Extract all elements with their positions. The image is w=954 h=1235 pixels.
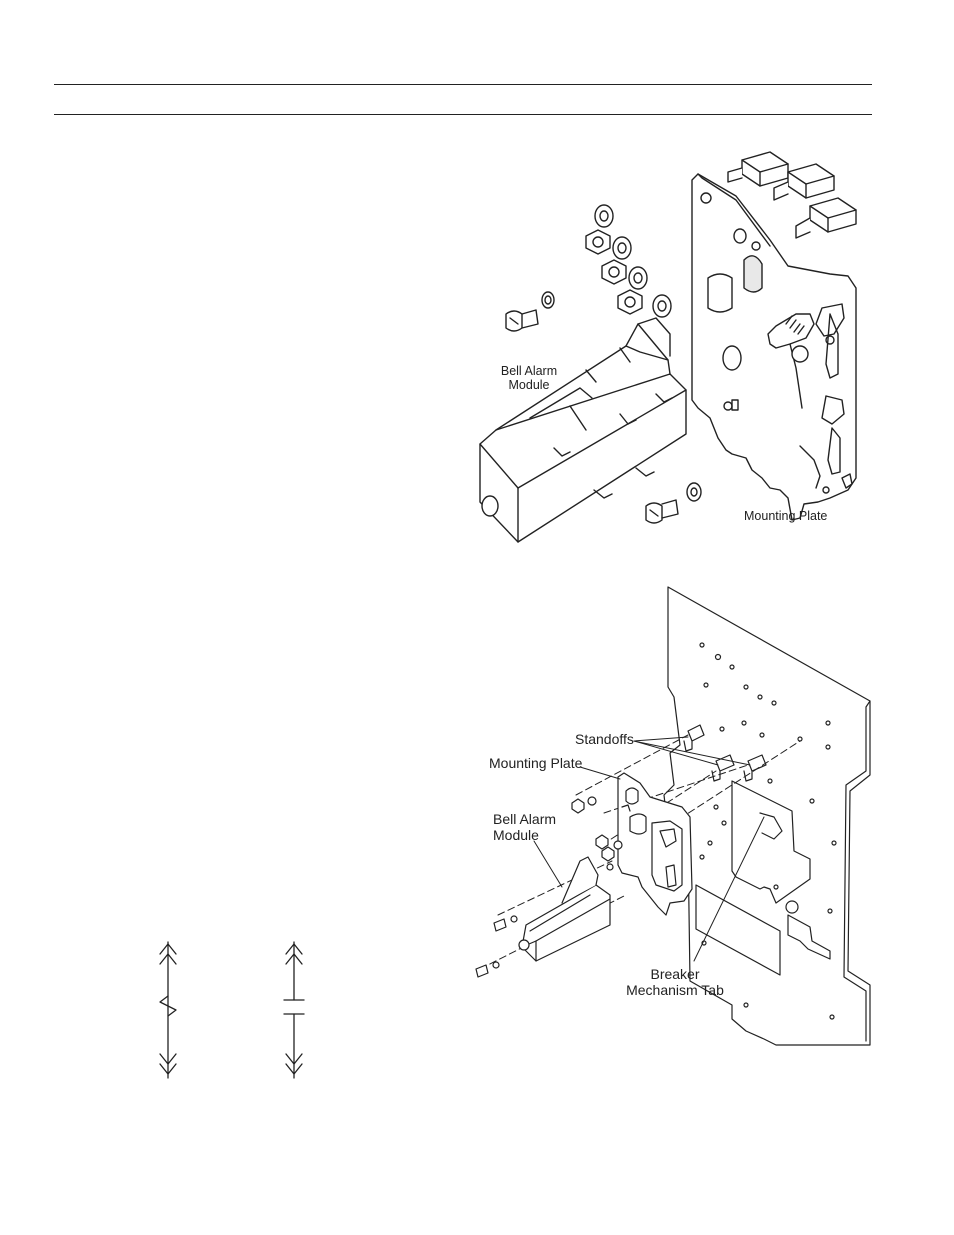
header-rule-bottom [54,114,872,115]
label-breaker-mechanism-tab-line1: Breaker [615,966,735,982]
screw-upper [506,292,554,331]
label-bell-alarm-module: Bell Alarm Module [493,811,556,843]
label-mounting-plate: Mounting Plate [489,755,582,771]
bell-alarm-module-small [519,857,610,961]
label-bell-alarm-module-line1: Bell Alarm [484,364,574,378]
label-standoffs: Standoffs [575,731,634,747]
screws-small [476,916,517,977]
standoff-hex-1 [728,152,788,186]
label-bell-alarm-module-line2: Module [484,378,574,392]
label-breaker-mechanism-tab: Breaker Mechanism Tab [615,966,735,998]
alarm-switch-open-symbol [284,942,304,1078]
label-bell-alarm-module-line2: Module [493,827,556,843]
label-breaker-mechanism-tab-line2: Mechanism Tab [615,982,735,998]
screw-lower [646,483,701,523]
bell-alarm-installation-figure: Standoffs Mounting Plate Bell Alarm Modu… [470,585,870,1047]
label-bell-alarm-module: Bell Alarm Module [484,364,574,392]
bell-alarm-exploded-figure: Bell Alarm Module Mounting Plate [470,138,870,546]
standoff-hex-3 [796,198,856,238]
label-mounting-plate: Mounting Plate [744,509,827,523]
alarm-switch-schematic [150,936,330,1086]
bell-alarm-exploded-drawing [470,138,870,546]
header-rule-top [54,84,872,85]
nuts-and-washers [572,797,622,870]
label-bell-alarm-module-line1: Bell Alarm [493,811,556,827]
hex-nuts-and-washers [586,205,671,317]
alarm-switch-closed-symbol [160,942,176,1078]
